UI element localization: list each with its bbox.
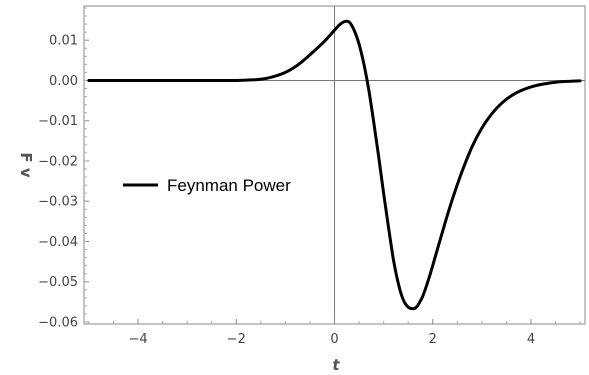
x-axis-title: t <box>332 356 340 374</box>
y-axis-ticks: 0.01 0.00 −0.01 −0.02 −0.03 −0.04 −0.05 −0.06 <box>38 7 89 330</box>
series-line-feynman-power <box>87 19 582 311</box>
x-tick-label: −4 <box>128 332 147 347</box>
y-tick-label: −0.02 <box>38 154 78 169</box>
x-tick-label: 4 <box>527 332 535 347</box>
legend: Feynman Power <box>123 176 291 195</box>
y-tick-label: −0.04 <box>38 235 78 250</box>
y-tick-label: 0.01 <box>49 34 78 49</box>
y-tick-label: −0.05 <box>38 275 78 290</box>
y-tick-label: −0.01 <box>38 114 78 129</box>
x-tick-label: 0 <box>330 332 338 347</box>
y-axis-title: F v <box>17 152 35 177</box>
y-tick-label: −0.06 <box>38 315 78 330</box>
x-tick-label: 2 <box>429 332 437 347</box>
y-tick-label: 0.00 <box>49 74 78 89</box>
x-axis-ticks: −4 −2 0 2 4 <box>88 319 581 347</box>
y-tick-label: −0.03 <box>38 195 78 210</box>
x-tick-label: −2 <box>227 332 246 347</box>
legend-label-feynman-power: Feynman Power <box>167 176 291 195</box>
series-layer <box>87 19 582 311</box>
zero-axes <box>84 6 585 324</box>
